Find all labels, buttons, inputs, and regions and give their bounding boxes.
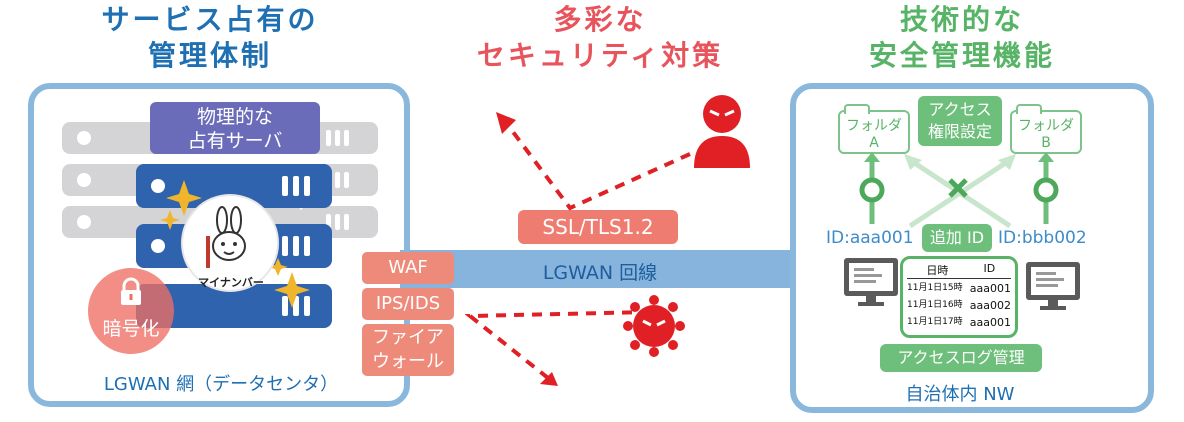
- mascot-name: マイナンバー: [198, 276, 264, 289]
- folder-a-line2: A: [869, 135, 879, 151]
- log-row: 11月1日15時 aaa001: [907, 280, 1011, 297]
- left-title: サービス占有の 管理体制: [60, 2, 360, 74]
- mascot-rabbit-icon: [206, 206, 246, 268]
- firewall-line2: ウォール: [372, 351, 444, 372]
- left-title-line1: サービス占有の: [101, 3, 319, 36]
- id-right: ID:bbb002: [998, 228, 1087, 248]
- left-network-label: LGWAN 網（データセンタ）: [103, 374, 339, 395]
- center-title-line2: セキュリティ対策: [476, 39, 724, 72]
- log-row-id: aaa002: [969, 299, 1011, 312]
- id-add-badge: 追加 ID: [922, 224, 992, 252]
- sparkle-icons: [160, 180, 310, 308]
- folder-b: フォルダ B: [1010, 104, 1082, 154]
- right-title: 技術的な 安全管理機能: [812, 2, 1112, 74]
- right-title-line1: 技術的な: [899, 3, 1024, 36]
- firewall-tag: ファイア ウォール: [362, 324, 454, 376]
- folder-a-line1: フォルダ: [846, 118, 902, 134]
- log-row-time: 11月1日16時: [907, 300, 963, 310]
- log-header: 日時 ID: [907, 262, 1011, 279]
- access-line2: 権限設定: [927, 122, 992, 141]
- id-left: ID:aaa001: [826, 228, 914, 248]
- hacker-icon: [694, 95, 750, 168]
- access-line1: アクセス: [928, 100, 992, 119]
- access-arrows: [859, 152, 1059, 229]
- server-label-line2: 占有サーバ: [187, 130, 283, 152]
- ssl-tag: SSL/TLS1.2: [518, 210, 678, 244]
- center-title-line1: 多彩な: [553, 3, 647, 36]
- monitor-left-icon: [844, 258, 898, 306]
- log-header-id: ID: [983, 262, 996, 275]
- lock-icon: [121, 277, 141, 305]
- lgwan-line-label: LGWAN 回線: [542, 262, 658, 284]
- gray-server-details: [77, 130, 349, 230]
- encrypt-circle: [88, 268, 174, 354]
- folder-a: フォルダ A: [838, 104, 910, 154]
- folder-b-tab: [1016, 104, 1042, 114]
- folder-b-line1: フォルダ: [1018, 118, 1074, 134]
- access-log-table: 日時 ID 11月1日15時 aaa001 11月1日16時 aaa002 11…: [900, 256, 1018, 338]
- encrypt-label: 暗号化: [102, 318, 160, 340]
- log-row-time: 11月1日15時: [907, 283, 963, 293]
- server-label-line1: 物理的な: [196, 106, 273, 128]
- right-network-label: 自治体内 NW: [905, 384, 1015, 405]
- folder-a-tab: [844, 104, 870, 114]
- virus-icon: [623, 295, 685, 357]
- log-row-id: aaa001: [969, 316, 1011, 329]
- right-title-line2: 安全管理機能: [868, 39, 1055, 72]
- lgwan-line: [400, 250, 800, 288]
- firewall-line1: ファイア: [372, 327, 444, 348]
- log-header-time: 日時: [926, 264, 949, 277]
- log-row-time: 11月1日17時: [907, 317, 963, 327]
- log-row: 11月1日17時 aaa001: [907, 314, 1011, 331]
- folder-b-line2: B: [1041, 135, 1051, 151]
- access-log-badge: アクセスログ管理: [880, 344, 1042, 372]
- log-row-id: aaa001: [969, 282, 1011, 295]
- waf-tag: WAF: [362, 252, 454, 284]
- log-row: 11月1日16時 aaa002: [907, 297, 1011, 314]
- center-title: 多彩な セキュリティ対策: [450, 2, 750, 74]
- attack-arrows: [464, 112, 691, 386]
- ips-tag: IPS/IDS: [362, 288, 454, 320]
- monitor-right-icon: [1026, 262, 1080, 310]
- left-title-line2: 管理体制: [147, 39, 272, 72]
- server-label: 物理的な 占有サーバ: [150, 102, 320, 154]
- access-setting-badge: アクセス 権限設定: [918, 96, 1002, 146]
